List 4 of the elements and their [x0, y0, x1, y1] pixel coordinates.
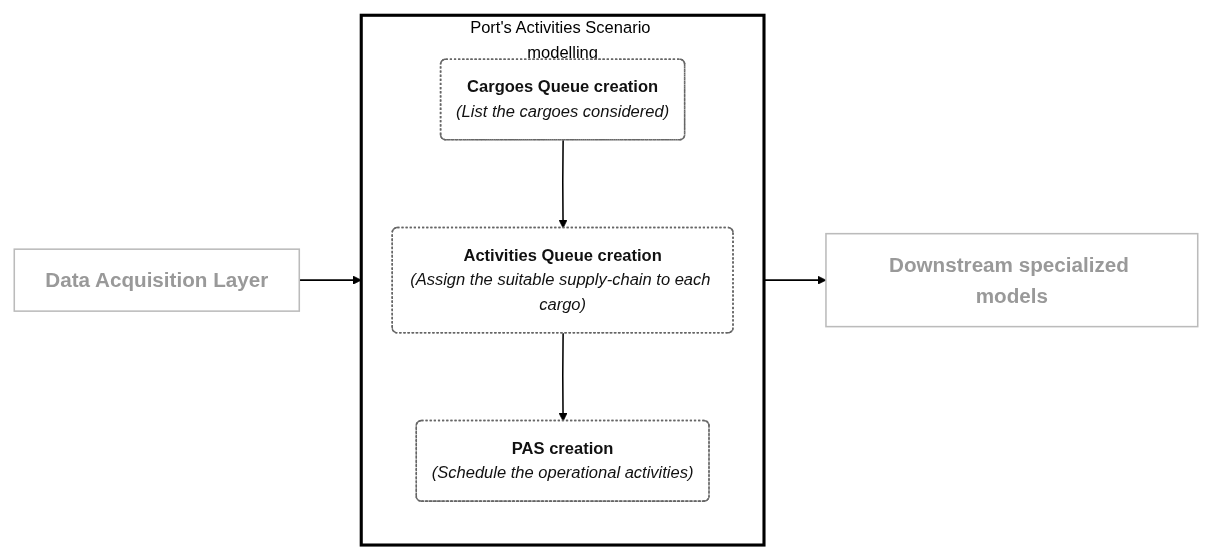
arrow: [558, 139, 568, 229]
node-box: Data Acquisition Layer: [13, 248, 301, 312]
arrow: [558, 332, 568, 422]
node-box: Downstream specialized models: [825, 232, 1199, 328]
